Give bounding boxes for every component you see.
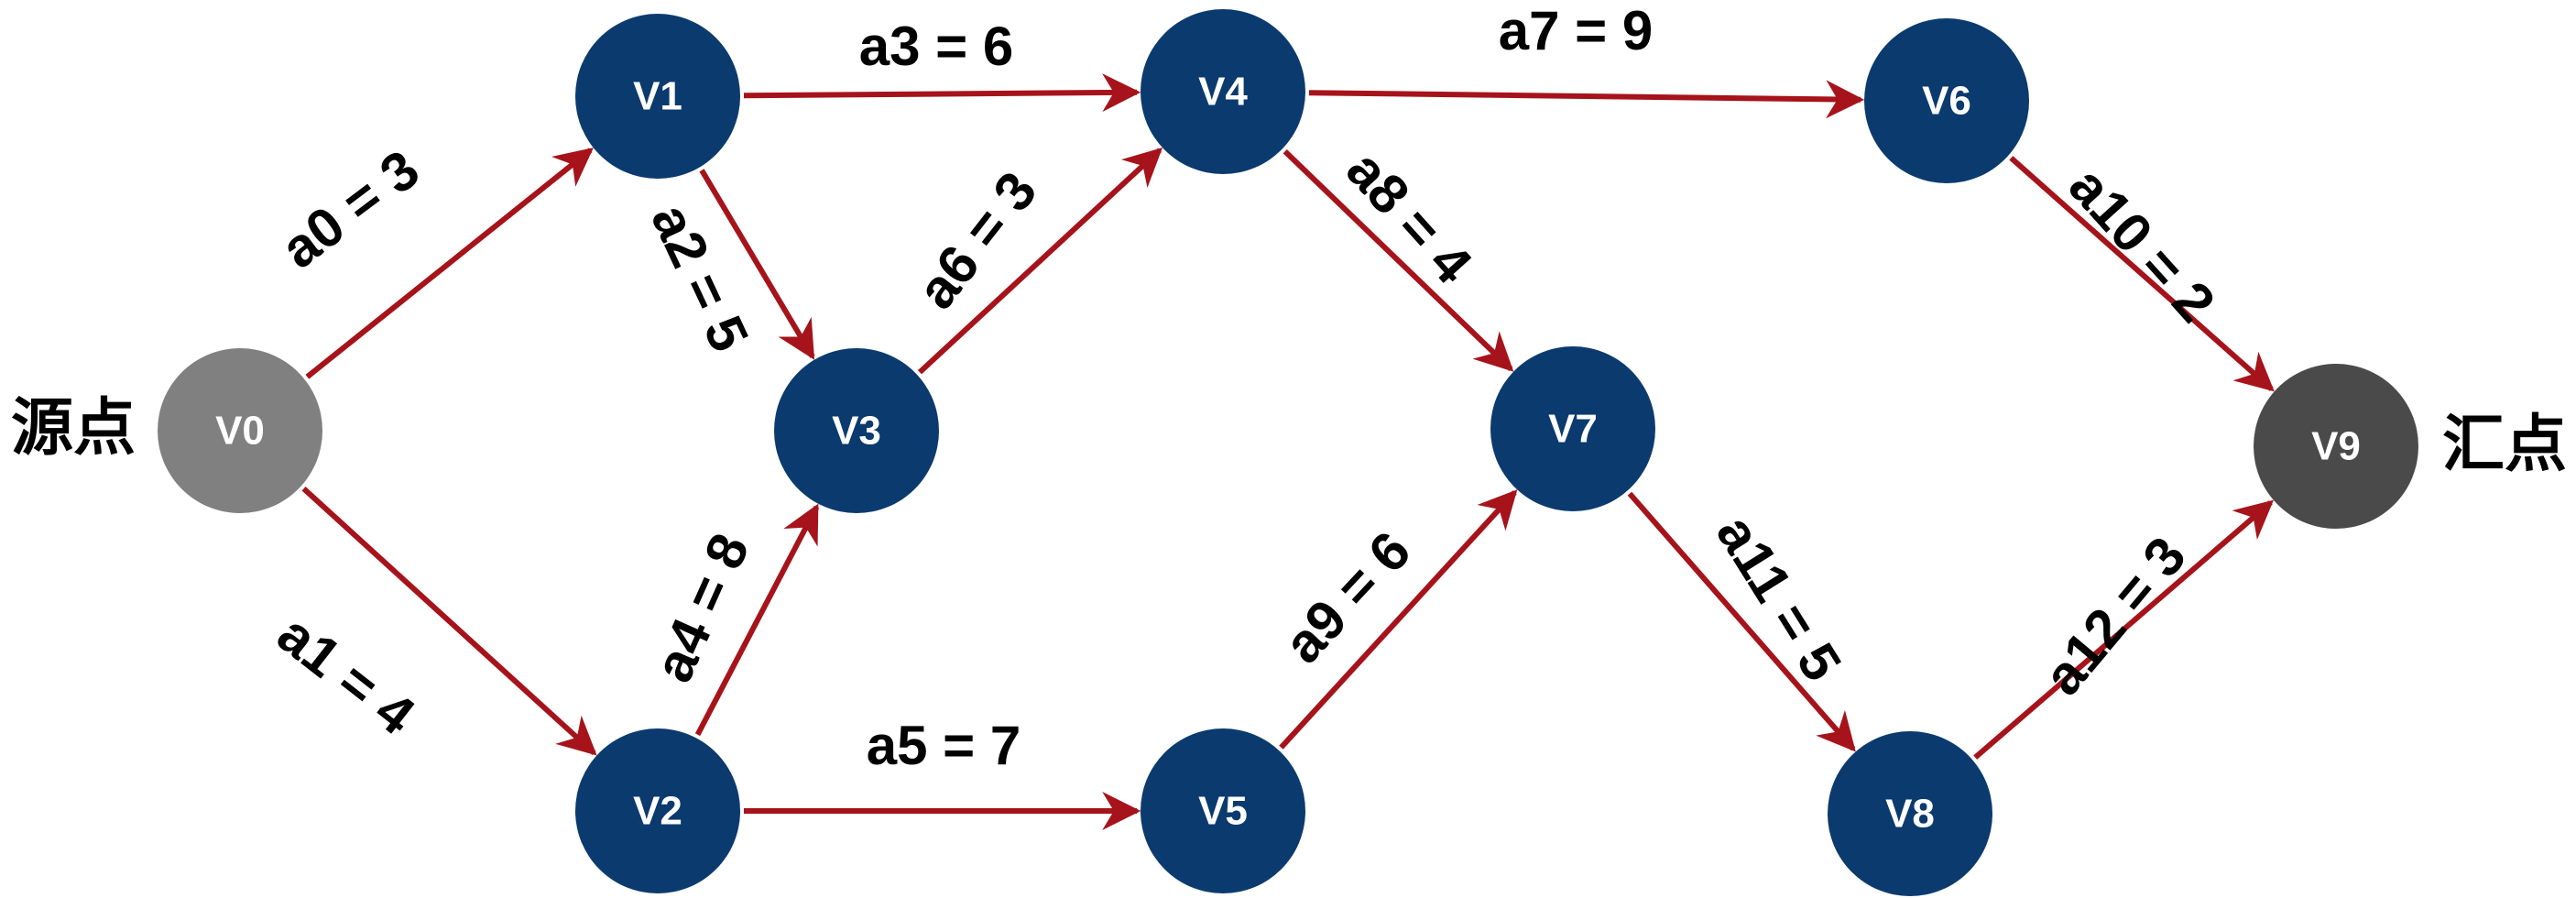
node-v3: V3: [774, 348, 939, 513]
source-side-label: 源点: [11, 392, 136, 465]
edge-a6: [917, 147, 1163, 375]
edge-label-a4: a4 = 8: [642, 525, 761, 691]
edge-a3: [743, 73, 1141, 113]
edge-label-a2: a2 = 5: [639, 195, 760, 361]
node-v0: V0: [158, 348, 322, 513]
node-label-v4: V4: [1198, 70, 1248, 115]
sink-side-label: 汇点: [2442, 409, 2567, 481]
edge-label-a9: a9 = 6: [1272, 520, 1423, 674]
edge-label-a3: a3 = 6: [859, 16, 1014, 77]
node-circle-v6: [1864, 18, 2029, 183]
node-label-v8: V8: [1885, 792, 1935, 837]
node-circle-v5: [1141, 728, 1305, 893]
node-v7: V7: [1490, 346, 1655, 511]
edge-a9: [1279, 489, 1518, 750]
edge-a8: [1283, 149, 1514, 372]
node-circle-v3: [774, 348, 939, 513]
node-v1: V1: [575, 14, 740, 179]
node-label-v6: V6: [1922, 79, 1971, 124]
edge-label-a0: a0 = 3: [270, 138, 431, 280]
node-label-v9: V9: [2311, 424, 2361, 469]
node-v9: V9: [2254, 364, 2418, 529]
node-label-v2: V2: [633, 789, 682, 834]
node-v4: V4: [1141, 9, 1305, 174]
edge-a10: [2009, 156, 2275, 392]
edges-layer: [301, 73, 2275, 830]
node-label-v5: V5: [1198, 789, 1248, 834]
edge-label-a10: a10 = 2: [2058, 155, 2227, 334]
node-circle-v8: [1828, 731, 1992, 896]
node-label-v3: V3: [832, 409, 881, 454]
edge-a11: [1627, 491, 1856, 752]
node-v8: V8: [1828, 731, 1992, 896]
edge-a2: [699, 169, 815, 360]
node-v2: V2: [575, 728, 740, 893]
edge-a7: [1308, 80, 1865, 119]
edge-a0: [305, 148, 594, 379]
edge-label-a7: a7 = 9: [1499, 0, 1654, 61]
node-circle-v2: [575, 728, 740, 893]
node-circle-v7: [1490, 346, 1655, 511]
node-circle-v1: [575, 14, 740, 179]
edge-label-a1: a1 = 4: [267, 603, 427, 747]
node-label-v7: V7: [1548, 407, 1598, 452]
node-v5: V5: [1141, 728, 1305, 893]
node-label-v0: V0: [215, 409, 265, 454]
edge-a12: [1973, 499, 2274, 760]
node-circle-v0: [158, 348, 322, 513]
edge-label-a6: a6 = 3: [905, 160, 1049, 320]
node-circle-v4: [1141, 9, 1305, 174]
edge-label-a12: a12 = 3: [2032, 525, 2198, 706]
node-v6: V6: [1864, 18, 2029, 183]
node-circle-v9: [2254, 364, 2418, 529]
edge-a4: [694, 503, 820, 737]
edge-a1: [301, 487, 597, 756]
edge-label-a5: a5 = 7: [867, 715, 1021, 776]
node-label-v1: V1: [633, 74, 682, 119]
